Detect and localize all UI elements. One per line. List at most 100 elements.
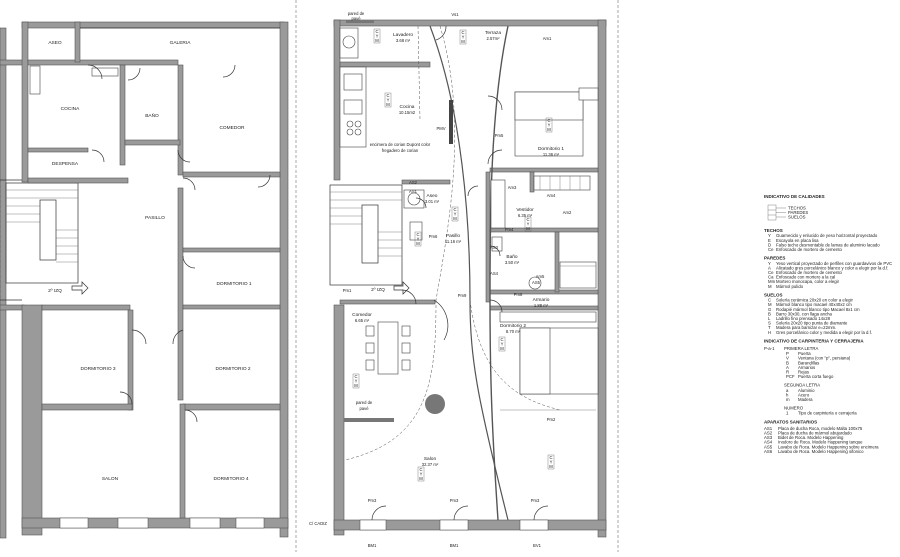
legend-code: Y <box>768 261 771 266</box>
svg-text:M: M <box>461 39 465 44</box>
svg-text:Y: Y <box>355 379 358 384</box>
svg-text:M: M <box>549 464 553 469</box>
kitchen-note-2: fregadero de corian <box>382 148 419 153</box>
carpentry-code: m <box>786 397 790 402</box>
carpentry-example: P-a-1 <box>764 346 775 351</box>
proposed-room-labels: pared de pavé Lavadero 3.68 m² Terraza 2… <box>348 11 565 467</box>
room-label-salon: Salon <box>424 456 437 462</box>
legend-code: Mm <box>768 279 776 284</box>
carpentry-desc: Rejas <box>798 370 809 375</box>
carpentry-desc: Tipo de carpintería o cerrajería <box>798 411 857 416</box>
tag-as4: AS4 <box>490 271 499 276</box>
legend-desc: Mármol pulido <box>776 284 804 289</box>
legend-code: T <box>768 325 771 330</box>
sanitary-code: AS4 <box>764 440 773 445</box>
room-label-pared1-a: pared de <box>348 11 365 16</box>
tag-bv1: BV1 <box>533 543 542 548</box>
carpentry-desc: Aluminio <box>798 388 815 393</box>
tag-pm9: Pm9 <box>458 293 467 298</box>
carpentry-title: INDICATIVO DE CARPINTERIA Y CERRAJERIA <box>764 338 864 343</box>
room-label-despensa: DESPENSA <box>52 161 79 167</box>
svg-text:SUELOS: SUELOS <box>788 215 806 220</box>
room-area-armario: 1.88 m² <box>534 303 549 308</box>
svg-text:PAREDES: PAREDES <box>788 210 808 215</box>
legend-desc: Guarnecido y enlucido de yeso horizontal… <box>776 233 878 238</box>
room-area-bano: 3.50 m² <box>505 260 520 265</box>
landing-label-old: 2º IZQ <box>48 288 62 294</box>
proposed-plan: 2º IZQ C/ CADIZ <box>309 0 619 552</box>
tag-bm1: BM1 <box>368 543 377 548</box>
legend-desc: Rodapié mármol blanco tipo Macael 8x1 cm <box>776 307 860 312</box>
room-label-pared2-a: pared de <box>356 400 373 405</box>
legend-desc: Barro 30x30, con llaga ancha <box>776 311 833 316</box>
svg-text:Y: Y <box>376 34 379 39</box>
legend-desc: Yeso vertical proyectado de perfiles con… <box>776 261 892 266</box>
sanitary-code: AS2 <box>764 431 773 436</box>
svg-text:M: M <box>547 127 551 132</box>
sanitary-code: AS5 <box>764 444 773 449</box>
svg-text:C: C <box>375 29 378 34</box>
legend-code: C <box>768 298 771 303</box>
tag-vs1: Vs1 <box>451 12 459 17</box>
dining-set <box>365 321 411 375</box>
carpentry-code: P <box>786 351 789 356</box>
svg-text:TECHOS: TECHOS <box>788 206 806 211</box>
tag-pmv: PMV <box>436 126 445 131</box>
svg-text:Y: Y <box>420 472 423 477</box>
carpentry-desc: Puerta corta fuego <box>798 374 834 379</box>
room-label-vestidor: Vestidor <box>516 207 534 213</box>
room-label-dormitorio2-old: DORMITORIO 2 <box>215 366 250 372</box>
carpentry-tags: Vs1 Am1 Am2 Am3 Am4 Am5 Pm1 Pm2 Pm3 Pm3 … <box>343 12 572 548</box>
legend-code: M <box>768 284 772 289</box>
tag-am4: Am4 <box>547 193 556 198</box>
legend-code: Ca <box>768 275 774 280</box>
tag-bm1b: BM1 <box>450 543 459 548</box>
kitchen-note-1: encimera de corian Dupont color <box>370 142 431 147</box>
legend-desc: Solería cerámica 20x20 en color a elegir <box>776 298 853 303</box>
room-label-pared1-b: pavé <box>351 16 361 21</box>
room-label-dormitorio2: Dormitorio 2 <box>500 323 526 329</box>
bedroom2-fittings <box>499 311 599 411</box>
carpentry-code: A <box>786 365 789 370</box>
tag-as2: AS2 <box>409 180 418 185</box>
carpentry-desc: Acero <box>798 392 810 397</box>
room-label-aseo-old: ASEO <box>48 40 62 46</box>
tag-pm6: Pm6 <box>429 234 438 239</box>
room-label-armario: Armario <box>533 297 550 303</box>
carpentry-desc: Puerta <box>798 351 811 356</box>
svg-text:C: C <box>354 374 357 379</box>
svg-text:M: M <box>386 102 390 107</box>
room-label-dormitorio1: Dormitorio 1 <box>538 146 564 152</box>
room-label-bano: Baño <box>506 254 518 260</box>
tag-pm5: Pm5 <box>495 133 504 138</box>
svg-text:Y: Y <box>550 460 553 465</box>
existing-plan: 2º IZQ <box>0 0 297 552</box>
room-label-aseo: Aseo <box>427 193 438 199</box>
svg-text:Y: Y <box>501 342 504 347</box>
legend-section-head: PAREDES <box>764 256 785 261</box>
tag-pm4: Pm4 <box>505 227 514 232</box>
sanitary-title: APARATOS SANITARIOS <box>764 419 817 424</box>
room-label-dormitorio4-old: DORMITORIO 4 <box>213 476 248 482</box>
carpentry-code: 1 <box>786 411 789 416</box>
svg-text:Y: Y <box>462 35 465 40</box>
room-area-dormitorio1: 11.36 m² <box>543 152 560 157</box>
svg-text:M: M <box>500 346 504 351</box>
svg-text:Y: Y <box>548 123 551 128</box>
tag-pm2: Pm2 <box>547 417 556 422</box>
legend-code: S <box>768 321 771 326</box>
tag-am1: Am1 <box>543 36 552 41</box>
svg-text:Y: Y <box>527 222 530 227</box>
svg-text:C: C <box>416 232 419 237</box>
legend-desc: Gres porcelánico color y medida a elegir… <box>776 330 872 335</box>
sanitary-desc: Lavabo de Roca. Modelo Happening sifonic… <box>778 449 864 454</box>
sanitary-code: AS6 <box>764 449 773 454</box>
room-area-pasillo: 11.16 m² <box>445 239 462 244</box>
legend-desc: Enfoscado de mortero de cemento <box>776 270 843 275</box>
room-area-dormitorio2: 8.70 m² <box>506 329 521 334</box>
carpentry-code: h <box>786 392 789 397</box>
room-label-dormitorio3-old: DORMITORIO 3 <box>80 366 115 372</box>
sanitary-desc: Placa de ducha de mármol abujardado <box>778 431 852 436</box>
carpentry-desc: Madera <box>798 397 813 402</box>
